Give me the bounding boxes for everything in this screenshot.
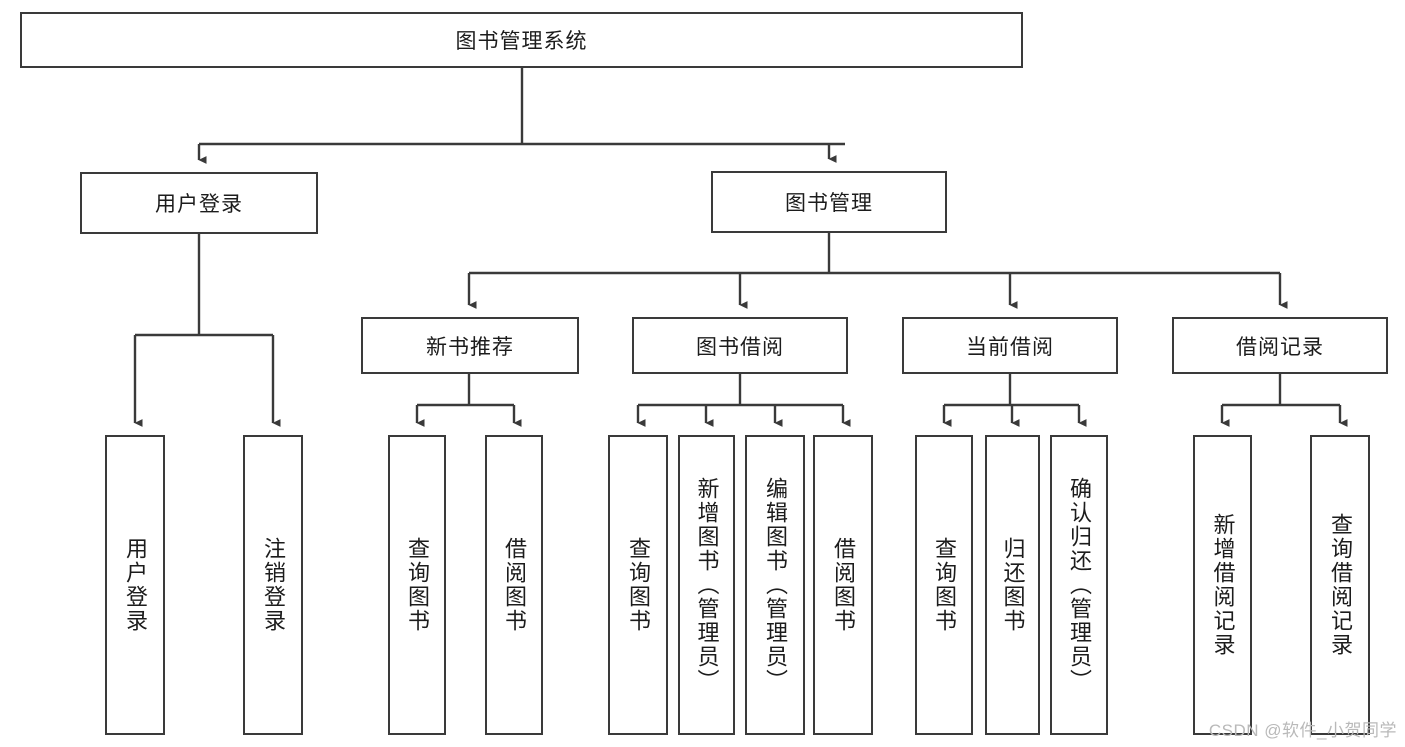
node-label: 借阅图书 <box>501 537 527 633</box>
leaf-query-borrow-record[interactable]: 查询借阅记录 <box>1310 435 1370 735</box>
node-root-book-management-system[interactable]: 图书管理系统 <box>20 12 1023 68</box>
node-label: 归还图书 <box>1000 537 1026 633</box>
leaf-confirm-return-admin[interactable]: 确认归还（管理员） <box>1050 435 1108 735</box>
leaf-borrow-book[interactable]: 借阅图书 <box>813 435 873 735</box>
node-label: 借阅记录 <box>1236 335 1324 359</box>
leaf-borrow-book-recommendation[interactable]: 借阅图书 <box>485 435 543 735</box>
node-label: 新增借阅记录 <box>1210 513 1236 657</box>
leaf-return-book[interactable]: 归还图书 <box>985 435 1040 735</box>
node-book-management[interactable]: 图书管理 <box>711 171 947 233</box>
node-label: 查询图书 <box>931 537 957 633</box>
node-label: 查询图书 <box>625 537 651 633</box>
node-label: 查询借阅记录 <box>1327 513 1353 657</box>
node-new-book-recommendation[interactable]: 新书推荐 <box>361 317 579 374</box>
node-label: 图书管理 <box>785 192 873 215</box>
leaf-query-book-recommendation[interactable]: 查询图书 <box>388 435 446 735</box>
node-label: 新增图书（管理员） <box>694 477 720 693</box>
node-borrowing-record[interactable]: 借阅记录 <box>1172 317 1388 374</box>
leaf-edit-book-admin[interactable]: 编辑图书（管理员） <box>745 435 805 735</box>
csdn-watermark: CSDN @软件_小贺同学 <box>1208 721 1397 740</box>
leaf-logout[interactable]: 注销登录 <box>243 435 303 735</box>
node-label: 用户登录 <box>155 193 243 216</box>
node-label: 查询图书 <box>404 537 430 633</box>
node-label: 确认归还（管理员） <box>1066 477 1092 693</box>
leaf-user-login[interactable]: 用户登录 <box>105 435 165 735</box>
node-label: 借阅图书 <box>830 537 856 633</box>
node-label: 编辑图书（管理员） <box>762 477 788 693</box>
node-label: 图书借阅 <box>696 335 784 359</box>
node-book-borrowing[interactable]: 图书借阅 <box>632 317 848 374</box>
node-label: 注销登录 <box>260 537 286 633</box>
node-label: 新书推荐 <box>426 335 514 359</box>
node-user-login[interactable]: 用户登录 <box>80 172 318 234</box>
leaf-query-book-current[interactable]: 查询图书 <box>915 435 973 735</box>
node-label: 用户登录 <box>122 537 148 633</box>
node-current-borrowing[interactable]: 当前借阅 <box>902 317 1118 374</box>
leaf-add-borrow-record[interactable]: 新增借阅记录 <box>1193 435 1252 735</box>
leaf-add-book-admin[interactable]: 新增图书（管理员） <box>678 435 735 735</box>
node-label: 图书管理系统 <box>455 30 588 53</box>
node-label: 当前借阅 <box>966 335 1054 359</box>
leaf-query-book[interactable]: 查询图书 <box>608 435 668 735</box>
